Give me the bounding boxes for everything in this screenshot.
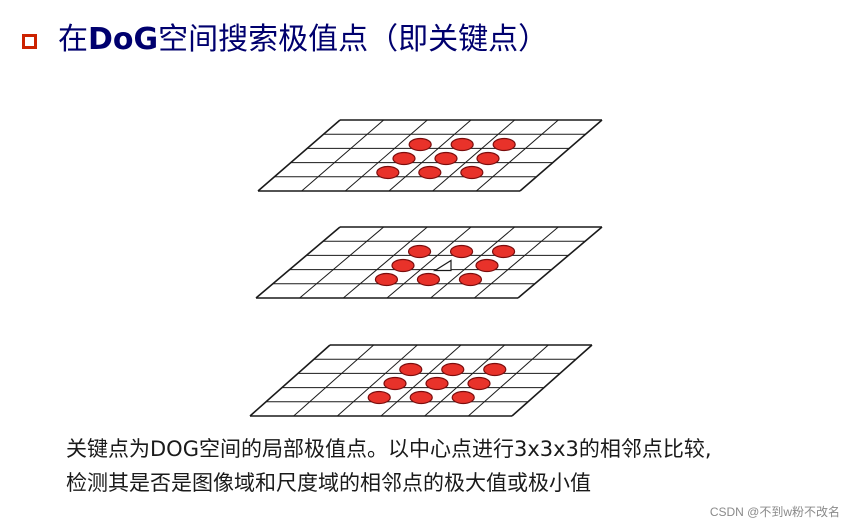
grid-column-line <box>255 226 341 299</box>
title-suffix: 空间搜索极值点（即关键点） <box>158 22 549 57</box>
neighbor-point <box>367 390 391 405</box>
page-title: 在DoG空间搜索极值点（即关键点） <box>58 18 548 62</box>
title-dog: DoG <box>88 22 159 57</box>
neighbor-point <box>475 258 499 273</box>
grid-column-line <box>293 344 374 417</box>
neighbor-point <box>467 376 491 391</box>
bullet-square-icon <box>22 34 37 49</box>
grid-column-line <box>345 119 428 192</box>
neighbor-point <box>391 258 415 273</box>
center-sample-marker <box>432 259 452 272</box>
neighbor-point <box>449 244 474 259</box>
neighbor-point <box>483 362 507 377</box>
grid-column-line <box>343 226 428 299</box>
neighbor-point <box>392 151 416 166</box>
neighbor-point <box>458 272 483 287</box>
grid-column-line <box>386 226 472 299</box>
grid-column-line <box>432 119 515 192</box>
lower-scale-layer <box>249 344 593 417</box>
neighbor-point <box>408 137 432 152</box>
caption-line-1: 关键点为DOG空间的局部极值点。以中心点进行3x3x3的相邻点比较, <box>66 437 712 461</box>
caption-line-2: 检测其是否是图像域和尺度域的相邻点的极大值或极小值 <box>66 471 591 495</box>
neighbor-point <box>451 390 475 405</box>
neighbor-point <box>476 151 500 166</box>
grid-column-line <box>249 344 331 417</box>
upper-scale-layer <box>257 119 603 192</box>
grid-column-line <box>301 119 384 192</box>
neighbor-point <box>434 151 458 166</box>
neighbor-point <box>399 362 423 377</box>
neighbor-point <box>409 390 433 405</box>
grid-column-line <box>517 226 603 299</box>
neighbor-point <box>441 362 465 377</box>
grid-column-line <box>257 119 341 192</box>
neighbor-point <box>374 272 399 287</box>
grid-column-line <box>388 119 472 192</box>
grid-column-line <box>299 226 384 299</box>
neighbor-point <box>418 165 442 180</box>
grid-column-line <box>468 344 549 417</box>
neighbor-point <box>407 244 432 259</box>
neighbor-point <box>425 376 449 391</box>
current-scale-layer <box>255 226 603 299</box>
neighbor-point <box>376 165 400 180</box>
watermark: CSDN @不到w粉不改名 <box>709 505 840 519</box>
grid-column-line <box>474 226 559 299</box>
grid-column-line <box>380 344 462 417</box>
neighbor-point <box>460 165 484 180</box>
neighbor-point <box>450 137 474 152</box>
grid-column-line <box>476 119 559 192</box>
grid-column-line <box>337 344 418 417</box>
grid-column-line <box>519 119 603 192</box>
neighbor-point <box>383 376 407 391</box>
caption: 关键点为DOG空间的局部极值点。以中心点进行3x3x3的相邻点比较, 检测其是否… <box>66 432 846 500</box>
grid-column-line <box>430 226 515 299</box>
neighbor-point <box>491 244 516 259</box>
grid-column-line <box>424 344 505 417</box>
neighbor-point <box>492 137 516 152</box>
neighbor-point <box>416 272 441 287</box>
title-prefix: 在 <box>58 22 88 57</box>
grid-column-line <box>511 344 593 417</box>
